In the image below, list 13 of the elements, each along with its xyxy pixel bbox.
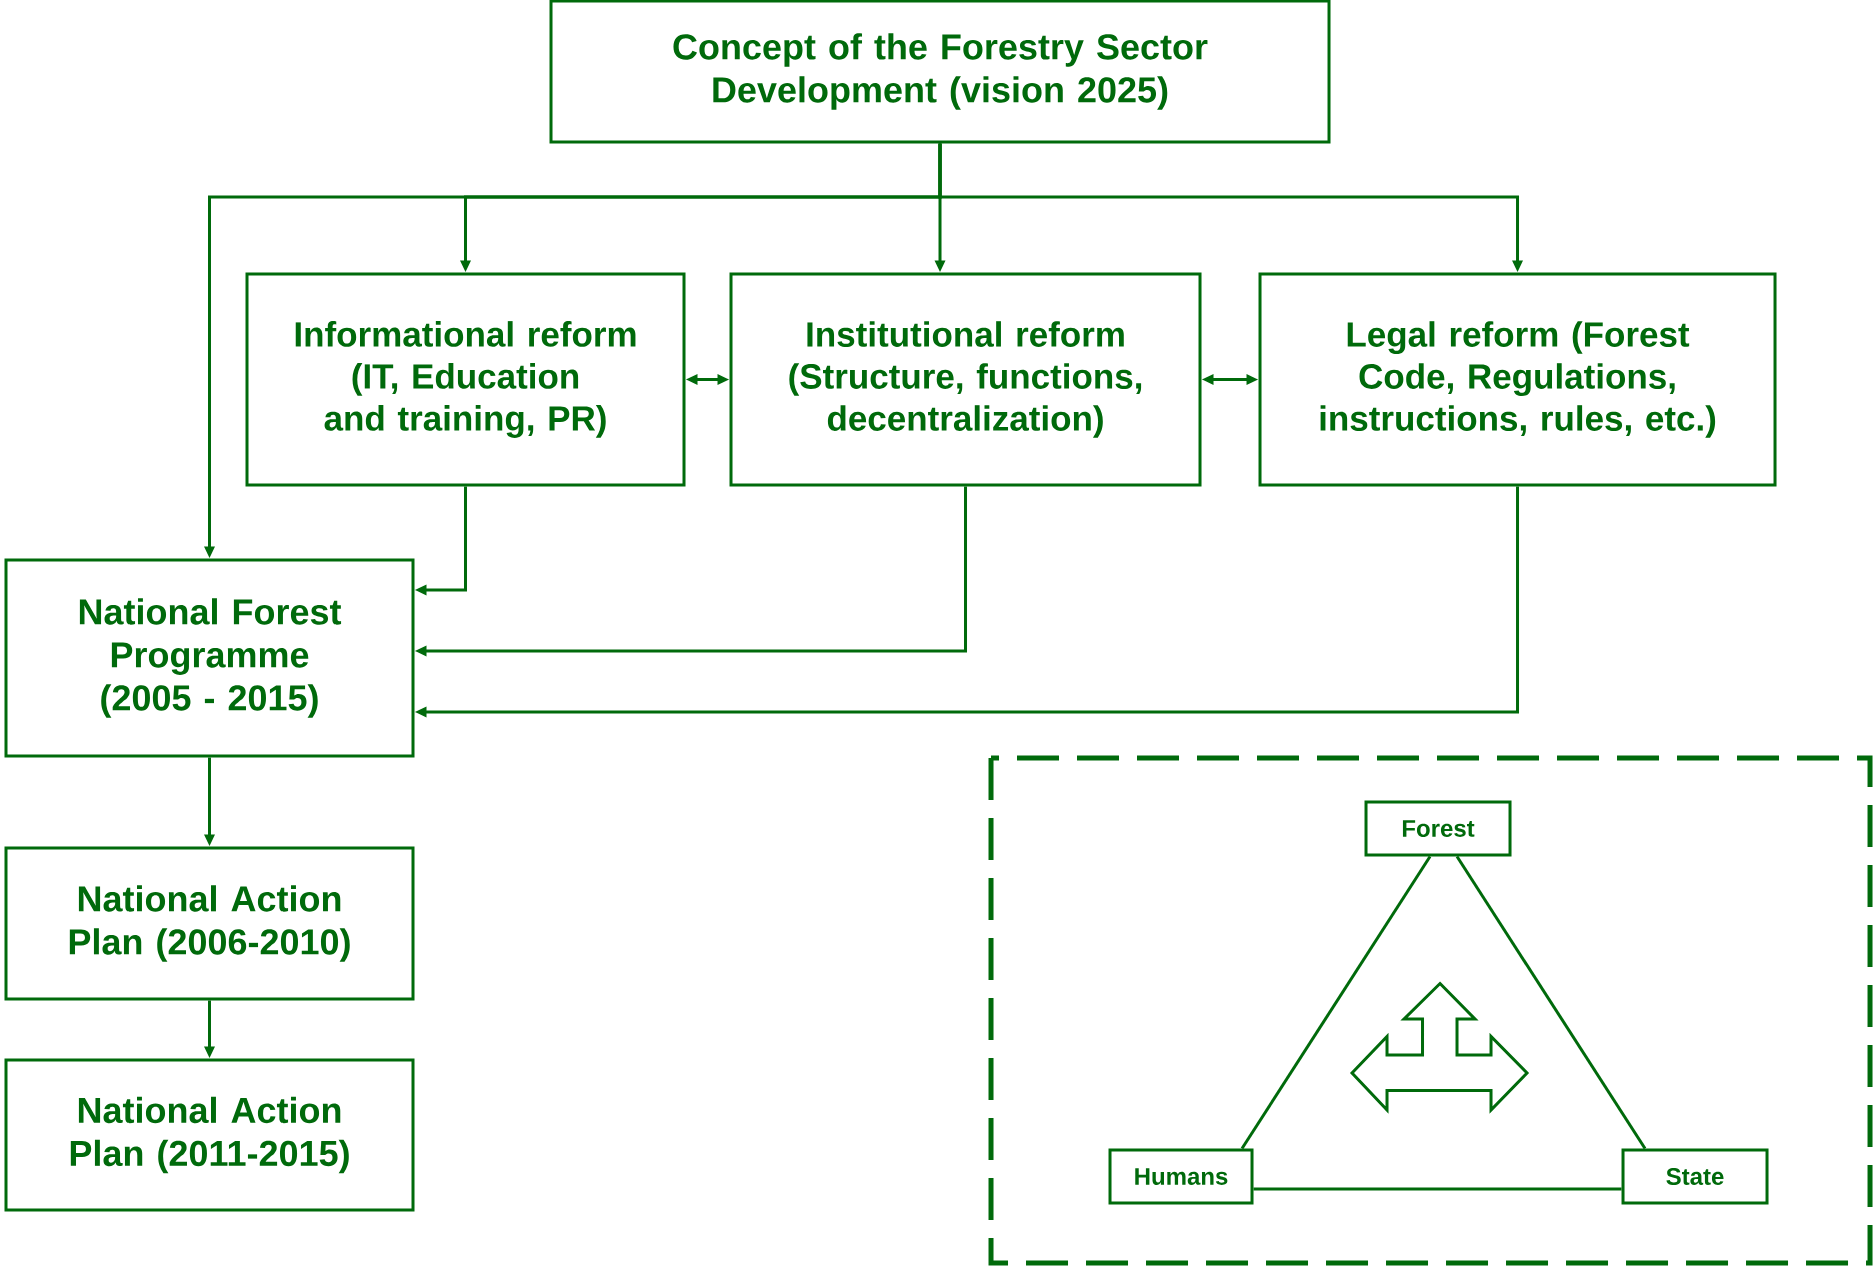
process-box: Institutional reform (Structure, functions, decentralization) bbox=[729, 272, 1202, 487]
process-box: National Action Plan (2006-2010) bbox=[4, 846, 415, 1001]
connector-line bbox=[1240, 855, 1432, 1150]
label-box: Forest bbox=[1364, 800, 1512, 857]
label-box: Humans bbox=[1108, 1148, 1254, 1205]
process-box: National Action Plan (2011-2015) bbox=[4, 1058, 415, 1212]
process-box: Legal reform (Forest Code, Regulations, instructions, rules, etc.) bbox=[1258, 272, 1777, 487]
connector-line bbox=[1455, 855, 1647, 1150]
process-box: National Forest Programme (2005 - 2015) bbox=[4, 558, 415, 758]
label-box: State bbox=[1621, 1148, 1769, 1205]
connector-line bbox=[1253, 1187, 1622, 1191]
process-box: Informational reform (IT, Education and training, PR) bbox=[245, 272, 686, 487]
process-box: Concept of the Forestry Sector Development (vision 2025) bbox=[549, 0, 1331, 144]
